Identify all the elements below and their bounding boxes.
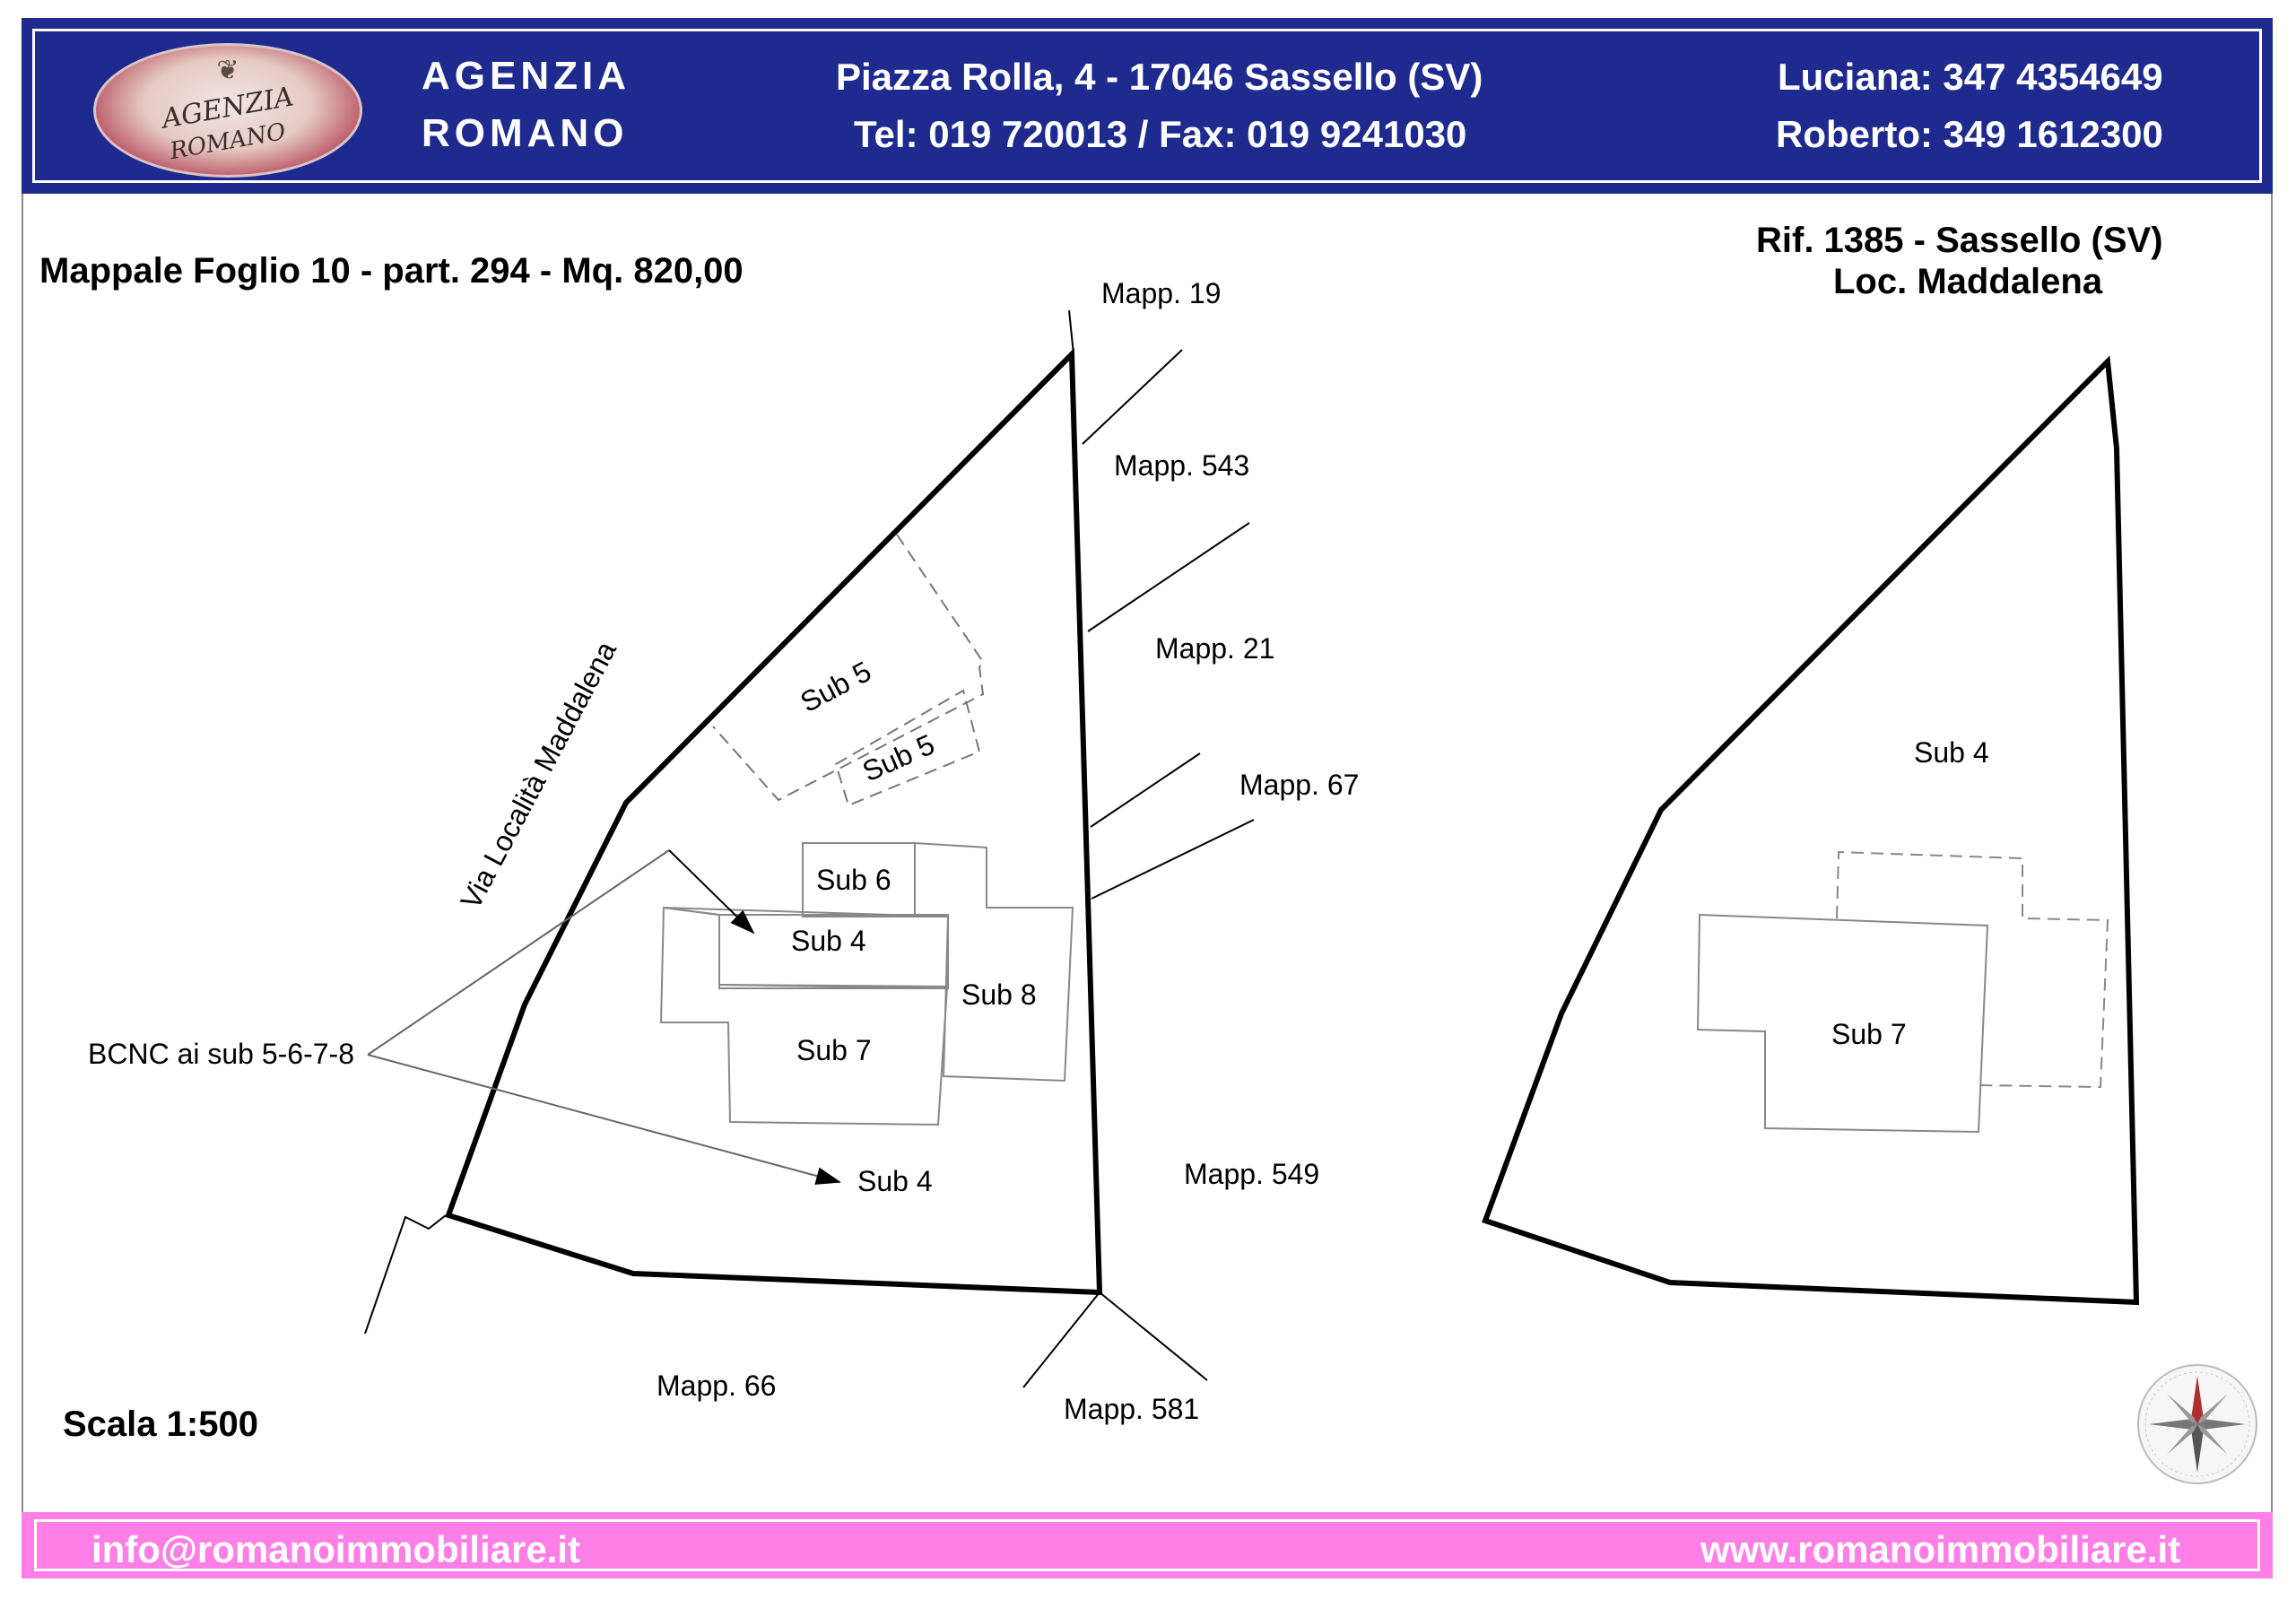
scale-label: Scala 1:500 bbox=[63, 1404, 258, 1444]
label-mapp581: Mapp. 581 bbox=[1064, 1393, 1199, 1425]
contact-roberto: Roberto: 349 1612300 bbox=[1776, 113, 2163, 155]
label-sub8: Sub 8 bbox=[961, 978, 1037, 1011]
label-right-sub4: Sub 4 bbox=[1914, 736, 1989, 769]
label-sub7: Sub 7 bbox=[796, 1034, 872, 1066]
label-mapp543: Mapp. 543 bbox=[1114, 449, 1249, 482]
agency-address: Piazza Rolla, 4 - 17046 Sassello (SV) bbox=[836, 56, 1483, 98]
right-sub7-outline bbox=[1696, 913, 1989, 1134]
label-right-sub7: Sub 7 bbox=[1831, 1018, 1907, 1050]
footer-email-link[interactable]: info@romanoimmobiliare.it bbox=[91, 1528, 580, 1570]
boundary-line-543 bbox=[1082, 349, 1183, 445]
boundary-line-581a bbox=[1022, 1291, 1100, 1388]
label-bcnc: BCNC ai sub 5-6-7-8 bbox=[88, 1038, 354, 1070]
right-plan: Sub 4 Sub 7 bbox=[1482, 355, 2140, 1306]
header-banner: ❦ AGENZIA ROMANO AGENZIA ROMANO Piazza R… bbox=[22, 18, 2273, 194]
label-mapp67: Mapp. 67 bbox=[1239, 769, 1359, 801]
agency-name-line1: AGENZIA bbox=[422, 54, 631, 98]
left-plan: Mapp. 19 Mapp. 543 Mapp. 21 Mapp. 67 Map… bbox=[88, 277, 1359, 1425]
sub8-outline bbox=[914, 841, 1074, 1083]
boundary-line-21 bbox=[1087, 522, 1250, 632]
label-mapp66: Mapp. 66 bbox=[657, 1370, 776, 1402]
crest-icon: ❦ bbox=[216, 55, 239, 86]
header-border bbox=[32, 29, 2262, 183]
agency-phone-fax: Tel: 019 720013 / Fax: 019 9241030 bbox=[854, 113, 1467, 155]
label-sub5-small: Sub 5 bbox=[857, 727, 939, 787]
bcnc-arrow-sub4-outer bbox=[367, 1054, 841, 1185]
reference-line1: Rif. 1385 - Sassello (SV) bbox=[1756, 221, 2163, 260]
bcnc-arrow-sub4-inner bbox=[668, 849, 755, 935]
right-dashed-outline bbox=[1836, 850, 2109, 1089]
boundary-line-mapp19 bbox=[1068, 309, 1074, 355]
label-sub5-large: Sub 5 bbox=[795, 655, 876, 718]
boundary-line-67b bbox=[1091, 819, 1255, 900]
footer-banner: info@romanoimmobiliare.it www.romanoimmo… bbox=[22, 1512, 2273, 1578]
label-mapp19: Mapp. 19 bbox=[1101, 277, 1221, 309]
boundary-line-581b bbox=[1099, 1291, 1208, 1381]
label-street: Via Località Maddalena bbox=[454, 636, 622, 914]
bcnc-callout-upper bbox=[367, 849, 670, 1056]
label-sub4-inner: Sub 4 bbox=[791, 925, 866, 957]
sub7-outline bbox=[659, 906, 949, 1126]
agency-logo: ❦ AGENZIA ROMANO bbox=[93, 43, 362, 178]
footer-website-link[interactable]: www.romanoimmobiliare.it bbox=[1700, 1528, 2181, 1570]
label-sub6: Sub 6 bbox=[816, 864, 891, 896]
footer-border bbox=[34, 1519, 2260, 1571]
parcel-title: Mappale Foglio 10 - part. 294 - Mq. 820,… bbox=[39, 251, 744, 291]
agency-name-line2: ROMANO bbox=[422, 111, 629, 155]
parcel-boundary-right bbox=[1482, 355, 2140, 1306]
parcel-boundary-left bbox=[445, 347, 1103, 1296]
compass-rose-icon bbox=[2137, 1364, 2257, 1484]
label-sub4-outer: Sub 4 bbox=[857, 1165, 933, 1197]
label-mapp21: Mapp. 21 bbox=[1155, 632, 1274, 665]
boundary-line-67a bbox=[1090, 752, 1201, 828]
label-mapp549: Mapp. 549 bbox=[1184, 1158, 1319, 1190]
sub5-large-outline bbox=[712, 534, 985, 802]
boundary-line-66 bbox=[364, 1214, 447, 1335]
reference-line2: Loc. Maddalena bbox=[1833, 262, 2103, 301]
sub5-small-outline bbox=[834, 689, 981, 807]
contact-luciana: Luciana: 347 4354649 bbox=[1778, 56, 2163, 98]
